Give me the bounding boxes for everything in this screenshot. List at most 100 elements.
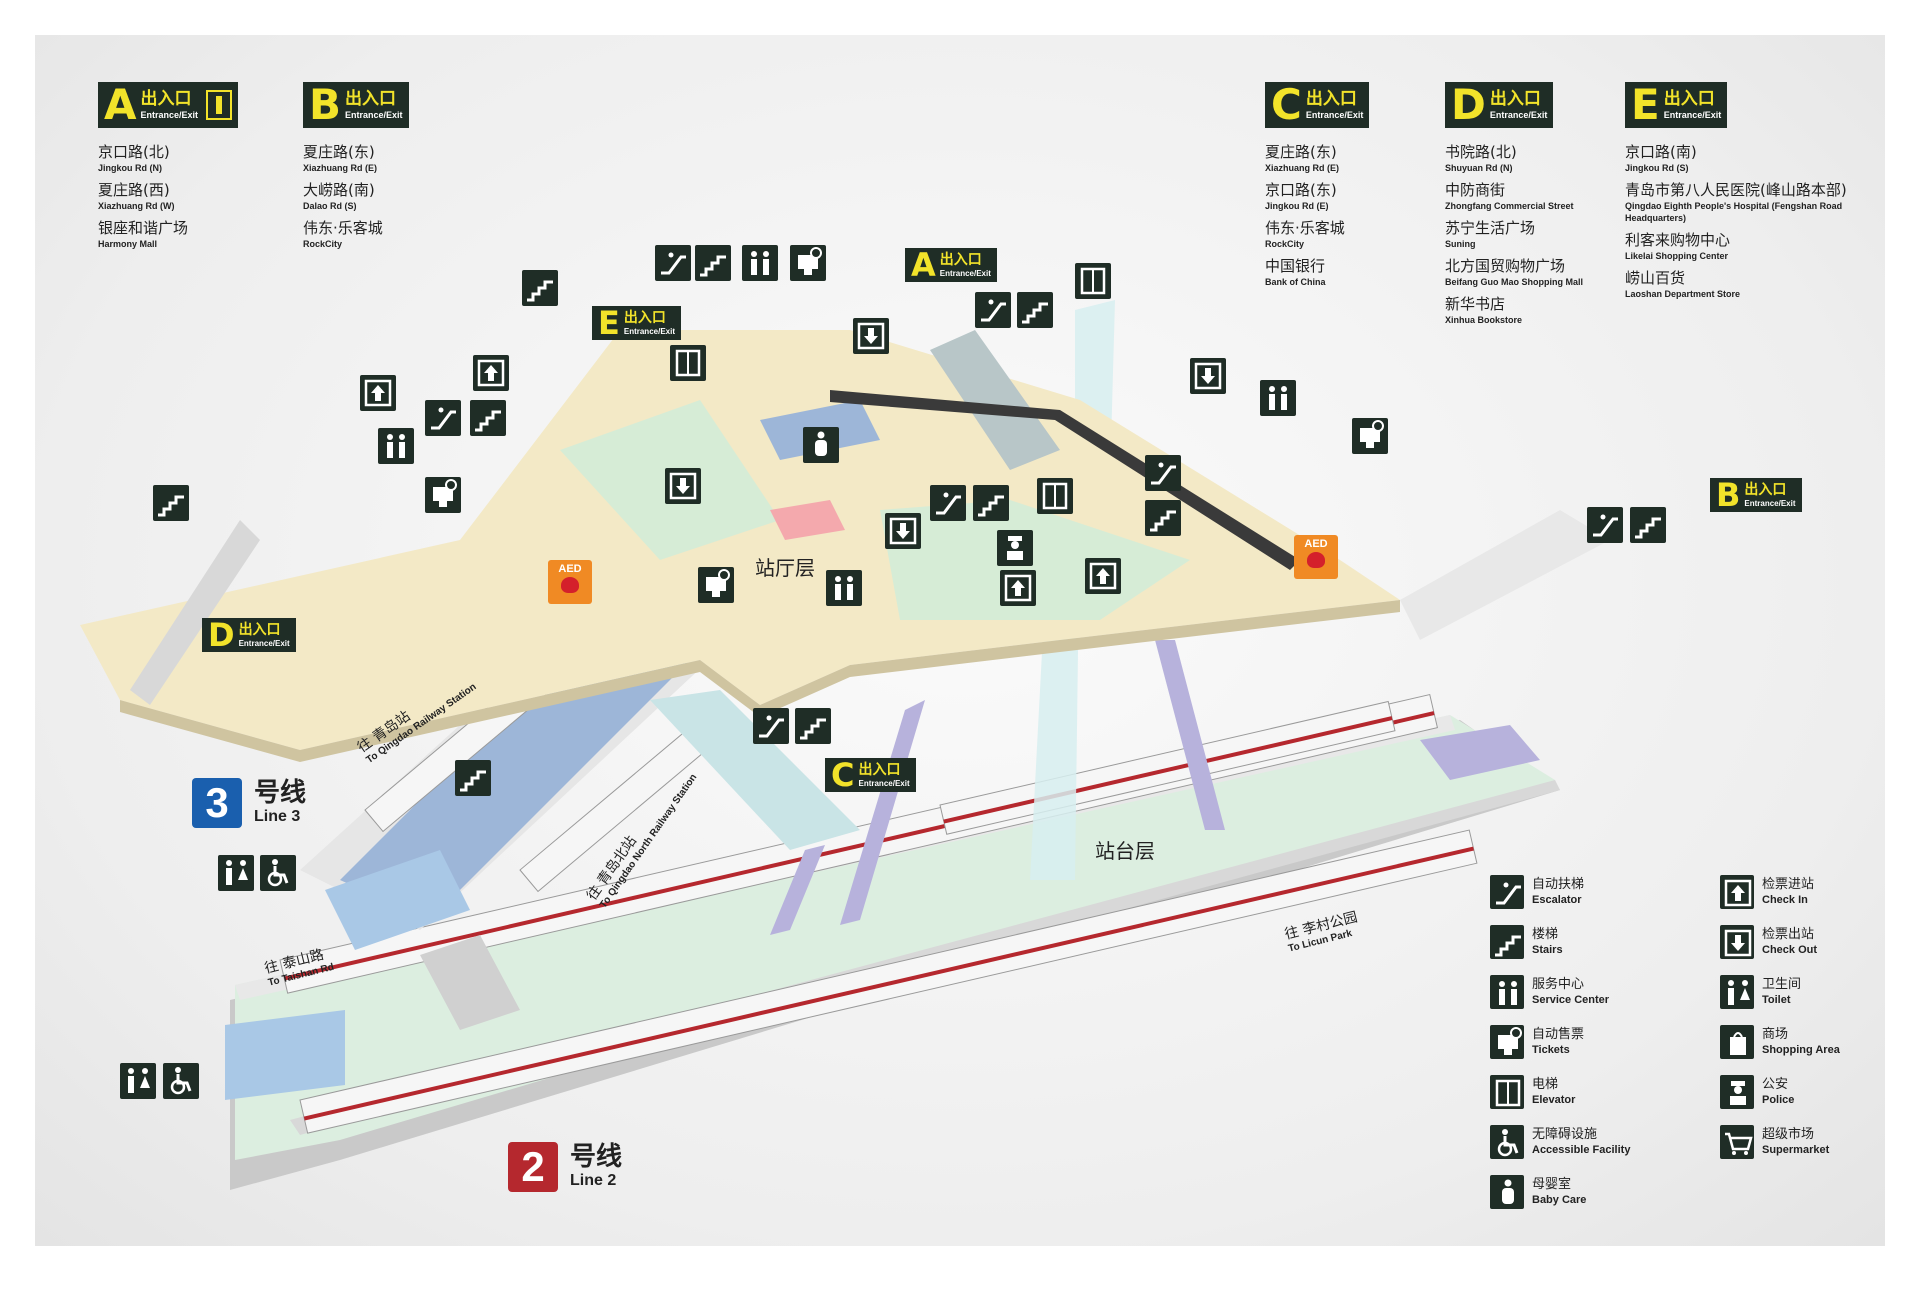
escalator-icon: [1587, 507, 1623, 543]
elevator-icon: [670, 345, 706, 381]
accessible-icon: [260, 855, 296, 891]
check-out-icon: [1190, 358, 1226, 394]
exit-b-destinations: 夏庄路(东)Xiazhuang Rd (E) 大崂路(南)Dalao Rd (S…: [303, 143, 383, 249]
escalator-icon: [655, 245, 691, 281]
check-in-icon: [1085, 558, 1121, 594]
baby-care-icon: [1490, 1175, 1524, 1209]
exit-e-destinations: 京口路(南)Jingkou Rd (S) 青岛市第八人民医院(峰山路本部)Qin…: [1625, 143, 1847, 299]
concourse-floor: [80, 330, 1400, 750]
accessible-icon: [163, 1063, 199, 1099]
check-out-icon: [885, 513, 921, 549]
heart-icon: [561, 577, 579, 593]
concourse-edge: [120, 600, 1400, 762]
exit-a-destinations: 京口路(北)Jingkou Rd (N) 夏庄路(西)Xiazhuang Rd …: [98, 143, 189, 249]
aed-badge: AED: [1294, 535, 1338, 579]
elevator-icon: [1075, 263, 1111, 299]
escalator-icon: [1490, 875, 1524, 909]
concourse-level-label: 站厅层: [755, 556, 815, 580]
stairs-icon: [1017, 292, 1053, 328]
line-3-number: 3: [192, 778, 242, 828]
stairs-icon: [153, 485, 189, 521]
escalator-icon: [1145, 455, 1181, 491]
stairs-icon: [1630, 507, 1666, 543]
stairs-icon: [973, 485, 1009, 521]
toilet-icon: [1720, 975, 1754, 1009]
line2-structure-right: [1420, 725, 1540, 780]
check-in-icon: [360, 375, 396, 411]
escalator-icon: [975, 292, 1011, 328]
check-out-icon: [665, 468, 701, 504]
elevator-icon: [1037, 478, 1073, 514]
check-in-icon: [1720, 875, 1754, 909]
police-icon: [997, 530, 1033, 566]
platform-level-label: 站台层: [1095, 839, 1155, 863]
stairs-icon: [795, 708, 831, 744]
police-icon: [1720, 1075, 1754, 1109]
dark-wall: [830, 390, 1300, 570]
column: [1155, 640, 1225, 830]
lift-box-bottom-left: [225, 1010, 345, 1100]
column: [840, 700, 925, 925]
line-2-number: 2: [508, 1142, 558, 1192]
line2-trains: [279, 693, 1478, 1134]
ticket-machine-icon: [1490, 1025, 1524, 1059]
corridor-b: [1400, 510, 1610, 640]
stairs-icon: [1145, 500, 1181, 536]
column: [770, 845, 825, 935]
check-in-icon: [1000, 570, 1036, 606]
stairs-icon: [1490, 925, 1524, 959]
aed-badge: AED: [548, 560, 592, 604]
check-out-icon: [1720, 925, 1754, 959]
ticket-machine-icon: [698, 567, 734, 603]
elevator-icon: [1490, 1075, 1524, 1109]
stairs-icon: [695, 245, 731, 281]
baby-care-room: [770, 500, 845, 540]
supermarket-icon: [1720, 1125, 1754, 1159]
baby-care-icon: [803, 427, 839, 463]
escalator-icon: [930, 485, 966, 521]
elevator-icon: [206, 90, 233, 120]
ticket-machine-icon: [425, 477, 461, 513]
escalator-icon: [753, 708, 789, 744]
service-center-icon: [1260, 380, 1296, 416]
service-center-icon: [742, 245, 778, 281]
stairs-icon: [522, 270, 558, 306]
toilet-icon: [120, 1063, 156, 1099]
concourse-level: [80, 330, 1610, 850]
stairs-icon: [470, 400, 506, 436]
train-stripe: [303, 846, 1474, 1121]
corridor-a: [930, 330, 1060, 470]
corridor-c-escalator: [650, 690, 860, 850]
escalator-icon: [425, 400, 461, 436]
check-out-icon: [853, 318, 889, 354]
service-center-icon: [1490, 975, 1524, 1009]
